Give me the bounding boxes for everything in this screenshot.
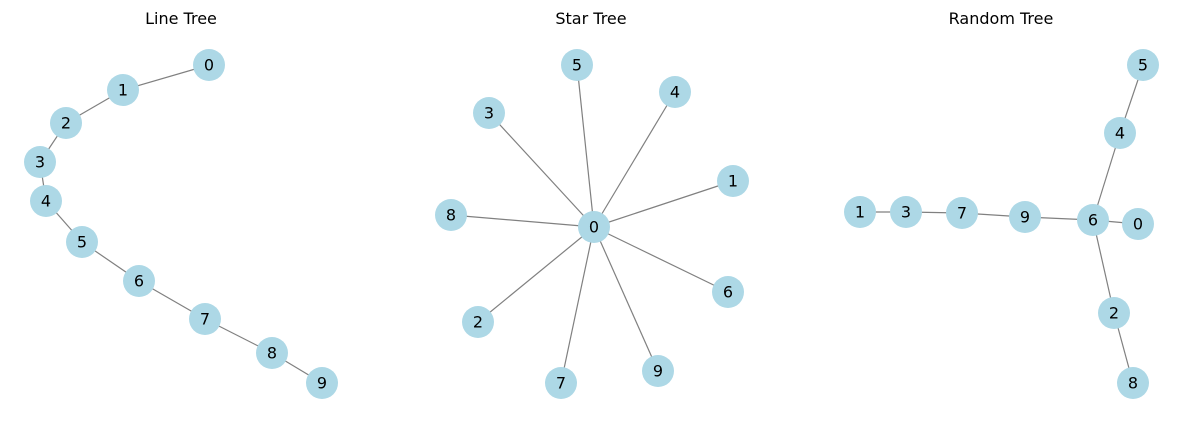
node-6	[123, 265, 155, 297]
node-label-2: 2	[1109, 304, 1119, 323]
node-7	[946, 197, 978, 229]
node-label-3: 3	[901, 203, 911, 222]
node-label-4: 4	[670, 83, 680, 102]
node-label-7: 7	[200, 310, 210, 329]
node-label-1: 1	[728, 172, 738, 191]
node-label-5: 5	[572, 56, 582, 75]
node-3	[473, 97, 505, 129]
node-label-2: 2	[61, 114, 71, 133]
edge-0-4	[593, 91, 676, 228]
node-3	[890, 196, 922, 228]
edge-0-1	[593, 180, 734, 228]
node-label-6: 6	[134, 272, 144, 291]
edge-0-7	[560, 226, 595, 384]
node-5	[1127, 49, 1159, 81]
node-0	[193, 49, 225, 81]
panel-title-random-tree: Random Tree	[949, 9, 1054, 28]
node-0	[578, 211, 610, 243]
node-label-5: 5	[1138, 56, 1148, 75]
edge-0-2	[477, 226, 595, 323]
node-8	[256, 337, 288, 369]
node-label-8: 8	[1128, 374, 1138, 393]
node-4	[30, 185, 62, 217]
node-2	[462, 306, 494, 338]
node-label-6: 6	[1088, 211, 1098, 230]
node-4	[1104, 117, 1136, 149]
node-label-0: 0	[1133, 215, 1143, 234]
node-2	[50, 107, 82, 139]
panel-title-line-tree: Line Tree	[145, 9, 217, 28]
node-label-7: 7	[957, 204, 967, 223]
node-label-9: 9	[653, 362, 663, 381]
node-label-7: 7	[556, 374, 566, 393]
node-1	[107, 74, 139, 106]
edge-0-6	[593, 226, 729, 293]
node-8	[1117, 367, 1149, 399]
node-9	[642, 355, 674, 387]
node-label-6: 6	[723, 283, 733, 302]
panel-random-tree: Random Tree 0 1 2 3 4 5 6 7 8 9	[844, 9, 1159, 399]
node-label-4: 4	[1115, 124, 1125, 143]
node-8	[435, 199, 467, 231]
panel-line-tree: Line Tree 0 1 2 3 4 5 6 7 8 9	[24, 9, 338, 399]
edge-0-3	[488, 112, 595, 228]
node-label-0: 0	[204, 56, 214, 75]
node-label-8: 8	[446, 206, 456, 225]
panel-title-star-tree: Star Tree	[555, 9, 626, 28]
node-9	[306, 367, 338, 399]
node-label-3: 3	[35, 153, 45, 172]
node-label-4: 4	[41, 192, 51, 211]
node-4	[659, 76, 691, 108]
edge-0-9	[593, 226, 659, 372]
node-1	[844, 196, 876, 228]
node-label-9: 9	[1020, 208, 1030, 227]
panel-star-tree: Star Tree 0 1 2 3 4 5 6 7 8 9	[435, 9, 749, 399]
node-label-8: 8	[267, 344, 277, 363]
node-label-5: 5	[77, 233, 87, 252]
node-2	[1098, 297, 1130, 329]
node-label-9: 9	[317, 374, 327, 393]
node-5	[561, 49, 593, 81]
node-3	[24, 146, 56, 178]
node-label-1: 1	[118, 81, 128, 100]
node-6	[712, 276, 744, 308]
edge-0-8	[450, 214, 595, 228]
node-label-3: 3	[484, 104, 494, 123]
node-1	[717, 165, 749, 197]
node-6	[1077, 204, 1109, 236]
node-label-2: 2	[473, 313, 483, 332]
node-label-1: 1	[855, 203, 865, 222]
node-7	[189, 303, 221, 335]
node-0	[1122, 208, 1154, 240]
node-label-0: 0	[589, 218, 599, 237]
node-7	[545, 367, 577, 399]
node-9	[1009, 201, 1041, 233]
edge-0-5	[576, 64, 595, 228]
node-5	[66, 226, 98, 258]
